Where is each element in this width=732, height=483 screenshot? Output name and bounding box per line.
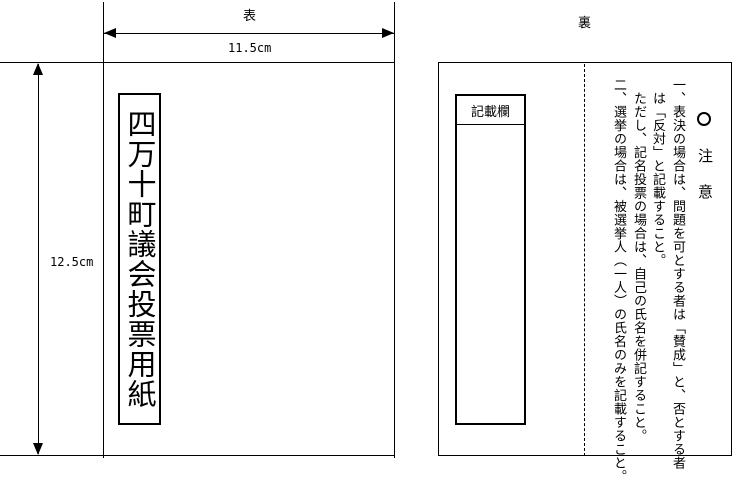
ballot-title: 四万十町議会投票用紙: [123, 109, 157, 409]
notice-item-1-line-3: ただし、記名投票の場合は、自己の氏名を併記すること。: [631, 78, 646, 443]
record-box: 記載欄: [455, 94, 526, 425]
width-arrow-right-icon: [382, 28, 394, 38]
notice-heading: 注 意: [696, 112, 714, 202]
front-bottom-edge: [0, 455, 395, 456]
ballot-title-box: 四万十町議会投票用紙: [118, 93, 161, 425]
height-arrow-top-icon: [33, 63, 43, 75]
notice-heading-text: 注 意: [696, 148, 714, 202]
circle-icon: [696, 112, 712, 130]
record-box-label: 記載欄: [457, 96, 524, 125]
width-extension-right: [394, 2, 395, 458]
back-side-label: 裏: [578, 16, 592, 31]
height-label: 12.5cm: [50, 255, 94, 269]
front-side-label: 表: [243, 9, 257, 24]
width-extension-left: [103, 2, 104, 458]
fold-dashed-line: [584, 64, 585, 456]
height-arrow-bottom-icon: [33, 443, 43, 455]
notice-item-2-line-1: 二、選挙の場合は、被選挙人（一人）の氏名のみを記載すること。: [611, 78, 626, 483]
width-label: 11.5cm: [228, 41, 272, 55]
notice-item-1-line-2: は「反対」と記載すること。: [650, 78, 665, 268]
height-dimension-line: [38, 64, 39, 454]
width-dimension-line: [104, 33, 394, 34]
width-arrow-left-icon: [104, 28, 116, 38]
notice-item-1-line-1: 一、表決の場合は、問題を可とする者は「賛成」と、否とする者: [670, 78, 685, 470]
front-top-edge: [0, 62, 395, 63]
